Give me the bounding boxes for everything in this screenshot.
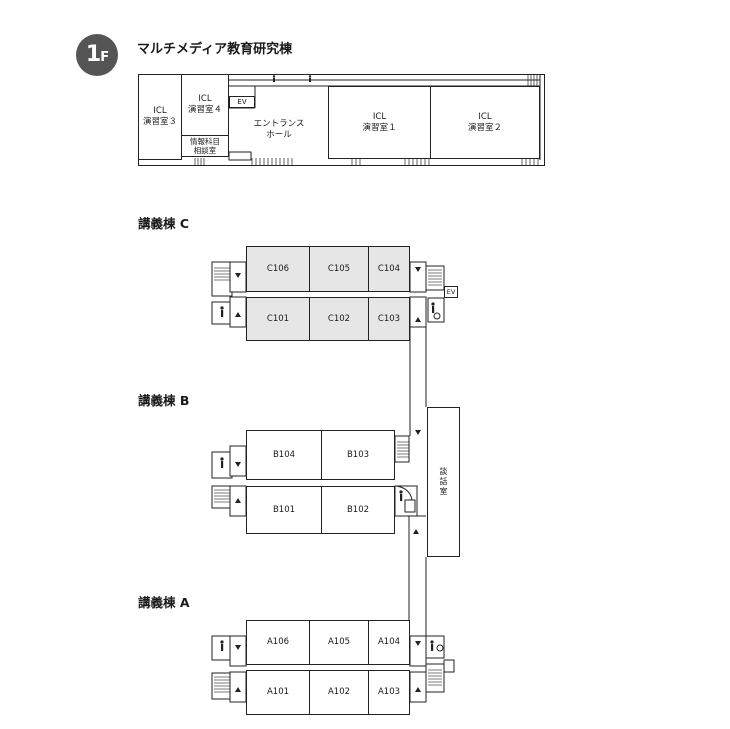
- room-b102[interactable]: B102: [321, 486, 395, 534]
- floor-badge: 1F: [76, 34, 118, 76]
- room-a106[interactable]: A106: [246, 620, 310, 665]
- room-c102[interactable]: C102: [309, 297, 369, 341]
- room-b101[interactable]: B101: [246, 486, 322, 534]
- room-c103[interactable]: C103: [368, 297, 410, 341]
- room-a102[interactable]: A102: [309, 670, 369, 715]
- room-info-consultation[interactable]: 情報科目相談室: [181, 135, 229, 157]
- room-c105[interactable]: C105: [309, 246, 369, 292]
- room-b104[interactable]: B104: [246, 430, 322, 480]
- building-c-title: 講義棟 C: [138, 216, 190, 231]
- building-c-ev[interactable]: EV: [444, 286, 458, 298]
- room-a103[interactable]: A103: [368, 670, 410, 715]
- page-title: マルチメディア教育研究棟: [137, 42, 293, 57]
- room-a105[interactable]: A105: [309, 620, 369, 665]
- building-a-title: 講義棟 A: [138, 595, 190, 610]
- room-lounge[interactable]: 談話室: [427, 407, 460, 557]
- room-b103[interactable]: B103: [321, 430, 395, 480]
- room-entrance-hall[interactable]: エントランスホール: [253, 118, 305, 140]
- building-b-title: 講義棟 B: [138, 393, 190, 408]
- room-a104[interactable]: A104: [368, 620, 410, 665]
- room-c104[interactable]: C104: [368, 246, 410, 292]
